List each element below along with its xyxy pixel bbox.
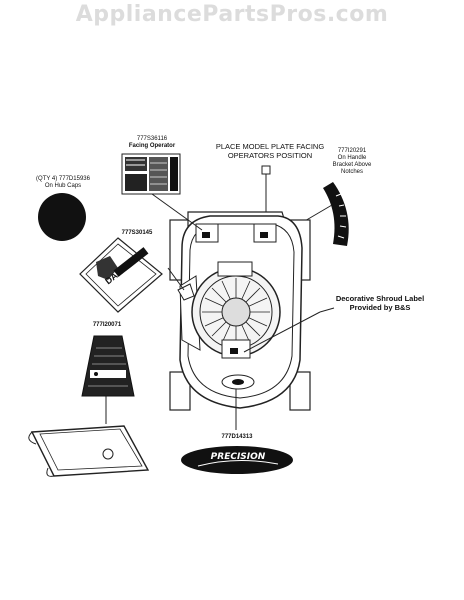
model-plate-marker xyxy=(261,165,271,175)
neutral-part-label: 777I20071 xyxy=(92,322,122,328)
hubcap-decal xyxy=(38,193,86,241)
facing-operator-label: 777S36116 Facing Operator xyxy=(128,136,176,149)
precision-logo-text: PRECISION xyxy=(210,452,266,462)
model-plate-label: PLACE MODEL PLATE FACING OPERATORS POSIT… xyxy=(215,142,325,160)
danger-part-label: 777S30145 xyxy=(121,230,153,236)
mower-deck xyxy=(169,211,311,411)
watermark: AppliancePartsPros.com xyxy=(75,2,389,27)
bottom-part-label: 777D14313 xyxy=(221,434,253,440)
shroud-label: Decorative Shroud Label Provided by B&S xyxy=(335,294,425,312)
facing-operator-decal xyxy=(121,153,181,195)
handle-outline xyxy=(28,425,150,477)
handle-decal-label: 777I20291 On Handle Bracket Above Notche… xyxy=(332,148,372,175)
handle-decal xyxy=(323,182,349,246)
precision-logo-decal xyxy=(181,446,293,474)
neutral-decal xyxy=(81,335,135,397)
danger-decal xyxy=(79,237,163,313)
hubcap-label: (QTY 4) 777D15936 On Hub Caps xyxy=(36,176,90,189)
